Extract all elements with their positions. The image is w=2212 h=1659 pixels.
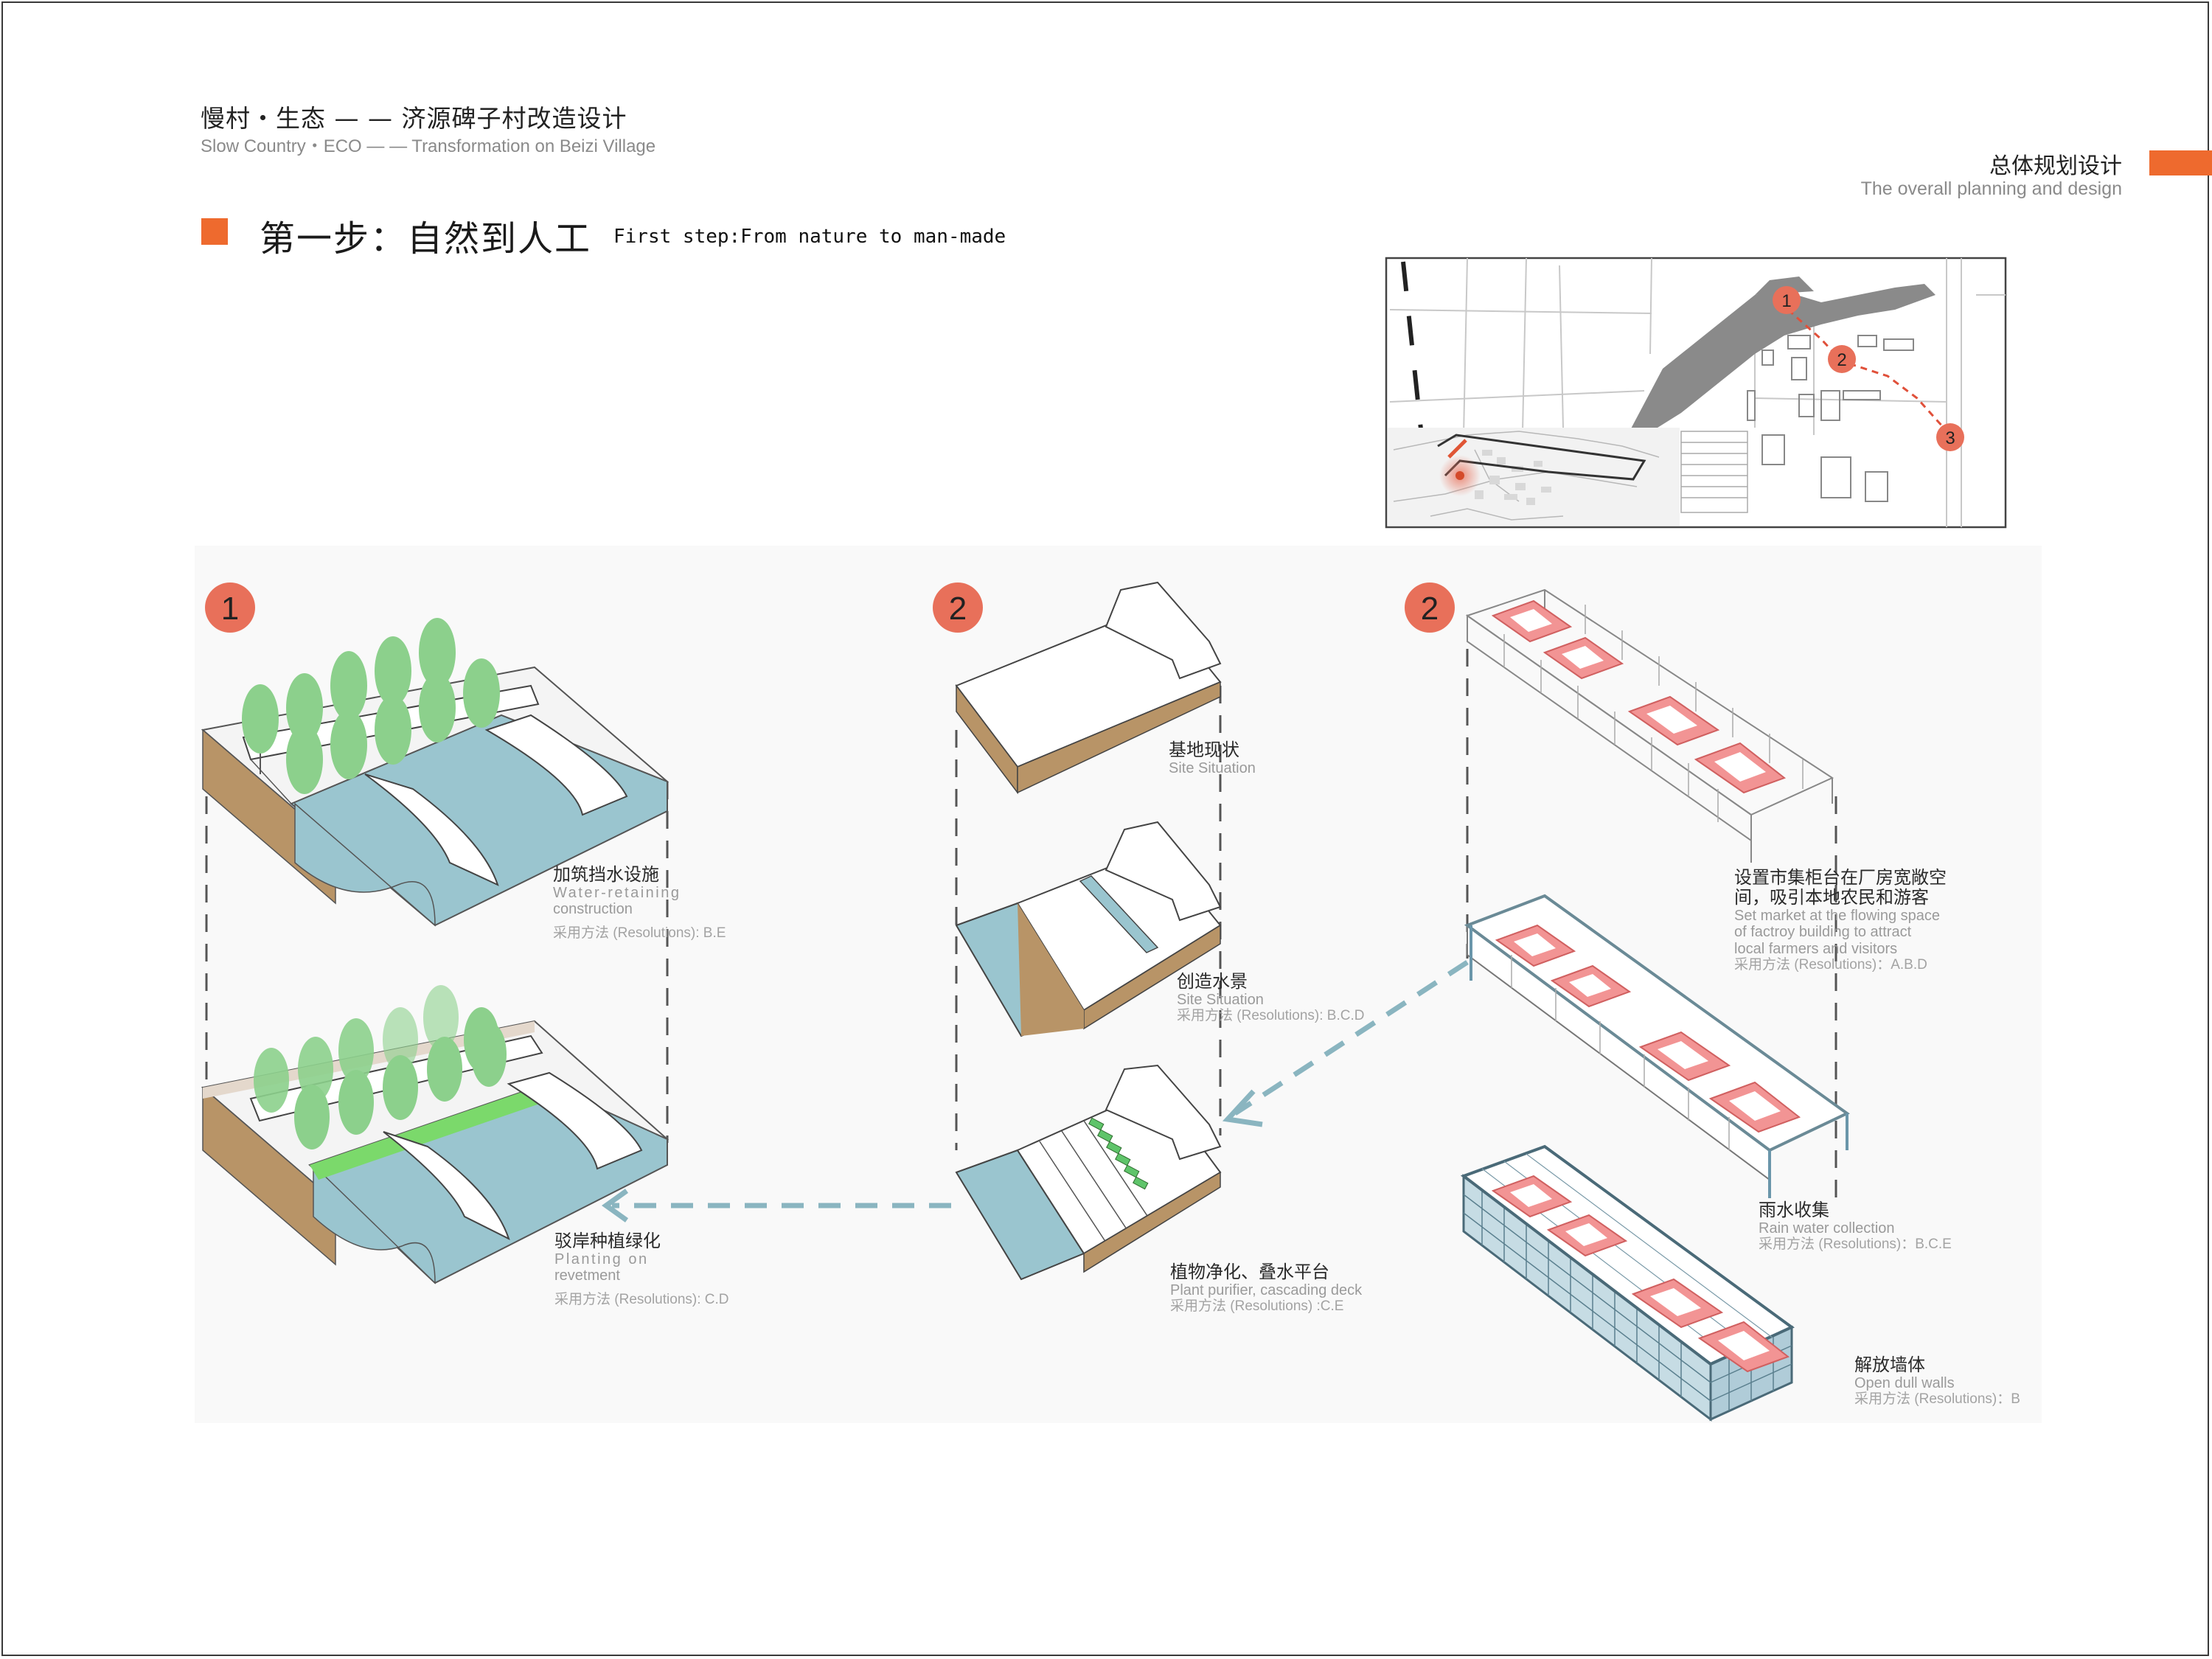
- label-en: Site Situation: [1169, 759, 1256, 776]
- badge-left: 1: [205, 582, 255, 633]
- label-market-space: 设置市集柜台在厂房宽敞空 间，吸引本地农民和游客 Set market at t…: [1734, 868, 1947, 973]
- project-title-cn: 慢村・生态 — — 济源碑子村改造设计: [201, 104, 627, 133]
- label-cn: 解放墙体: [1854, 1354, 1925, 1375]
- step-title-en: First step:From nature to man-made: [613, 226, 1006, 248]
- label-cn: 雨水收集: [1759, 1200, 1829, 1220]
- label-cn: 加筑挡水设施: [553, 864, 659, 885]
- label-en: of factroy building to attract: [1734, 924, 1912, 941]
- label-en: revetment: [554, 1267, 620, 1284]
- label-cn: 驳岸种植绿化: [554, 1231, 661, 1251]
- left-top-trees: [242, 618, 500, 794]
- label-en: Site Situation: [1177, 991, 1264, 1008]
- label-cn: 植物净化、叠水平台: [1170, 1262, 1329, 1282]
- svg-text:3: 3: [1945, 428, 1955, 448]
- label-resolution: 采用方法 (Resolutions)：B: [1854, 1391, 2020, 1408]
- label-open-walls: 解放墙体 Open dull walls 采用方法 (Resolutions)：…: [1854, 1355, 2020, 1408]
- right-bottom-market-stalls: [1491, 1175, 1790, 1373]
- label-en: Planting on: [554, 1251, 649, 1267]
- badge-right: 2: [1405, 582, 1455, 633]
- label-water-retaining: 加筑挡水设施 Water-retaining construction 采用方法…: [553, 865, 726, 941]
- right-mid-market-stalls: [1495, 924, 1801, 1133]
- middle-bottom-diagram: [955, 1064, 1222, 1281]
- label-rain-water: 雨水收集 Rain water collection 采用方法 (Resolut…: [1759, 1200, 1952, 1253]
- label-en: Water-retaining: [553, 884, 681, 901]
- section-title-cn: 总体规划设计: [1989, 153, 2122, 179]
- site-map: 1 2 3: [1385, 257, 2007, 529]
- section-title-en: The overall planning and design: [1860, 178, 2122, 199]
- label-cn: 设置市集柜台在厂房宽敞空: [1734, 867, 1947, 888]
- label-resolution: 采用方法 (Resolutions): C.D: [554, 1291, 729, 1307]
- label-resolution: 采用方法 (Resolutions): B.C.D: [1177, 1008, 1365, 1024]
- middle-top-diagram: [955, 581, 1222, 795]
- left-bottom-trees: [254, 985, 507, 1150]
- label-site-situation: 基地现状 Site Situation: [1169, 740, 1256, 776]
- label-cn: 间，吸引本地农民和游客: [1734, 886, 1929, 908]
- svg-text:2: 2: [1837, 350, 1846, 370]
- svg-text:2: 2: [949, 591, 967, 627]
- badge-middle: 2: [933, 582, 983, 633]
- label-cn: 创造水景: [1177, 971, 1248, 992]
- label-create-waterscape: 创造水景 Site Situation 采用方法 (Resolutions): …: [1177, 972, 1364, 1024]
- label-en: Plant purifier, cascading deck: [1170, 1281, 1363, 1298]
- label-resolution: 采用方法 (Resolutions)：A.B.D: [1734, 956, 1927, 973]
- label-resolution: 采用方法 (Resolutions): B.E: [553, 925, 726, 941]
- label-resolution: 采用方法 (Resolutions) :C.E: [1170, 1298, 1344, 1315]
- map-marker-3: 3: [1936, 423, 1964, 451]
- label-cn: 基地现状: [1169, 740, 1239, 760]
- middle-mid-diagram: [955, 821, 1222, 1037]
- step-title-cn: 第一步：自然到人工: [260, 218, 592, 260]
- right-guide-lines: [1466, 649, 1837, 1209]
- svg-text:1: 1: [221, 591, 239, 627]
- right-top-building: [1465, 588, 1834, 863]
- section-tab-marker: [2149, 150, 2212, 175]
- svg-text:1: 1: [1781, 291, 1791, 311]
- project-title-en: Slow Country・ECO — — Transformation on B…: [201, 136, 656, 156]
- svg-text:2: 2: [1421, 591, 1439, 627]
- map-marker-1: 1: [1773, 286, 1801, 314]
- label-en: Rain water collection: [1759, 1220, 1895, 1237]
- label-en: Open dull walls: [1854, 1374, 1955, 1391]
- label-en: construction: [553, 901, 633, 918]
- right-top-market-stalls: [1491, 599, 1787, 794]
- label-en: Set market at the flowing space: [1734, 907, 1941, 924]
- left-guide-lines: [205, 767, 669, 1143]
- label-resolution: 采用方法 (Resolutions)：B.C.E: [1759, 1237, 1952, 1253]
- label-planting-revetment: 驳岸种植绿化 Planting on revetment 采用方法 (Resol…: [554, 1231, 729, 1307]
- map-marker-2: 2: [1828, 345, 1856, 373]
- step-square-icon: [201, 218, 228, 245]
- flow-arrow-right-to-middle: [1222, 960, 1469, 1127]
- label-en: local farmers and visitors: [1734, 940, 1898, 957]
- middle-guide-lines: [955, 686, 1222, 1150]
- label-plant-purifier: 植物净化、叠水平台 Plant purifier, cascading deck…: [1170, 1262, 1362, 1315]
- flow-arrow-middle-to-left: [601, 1189, 951, 1222]
